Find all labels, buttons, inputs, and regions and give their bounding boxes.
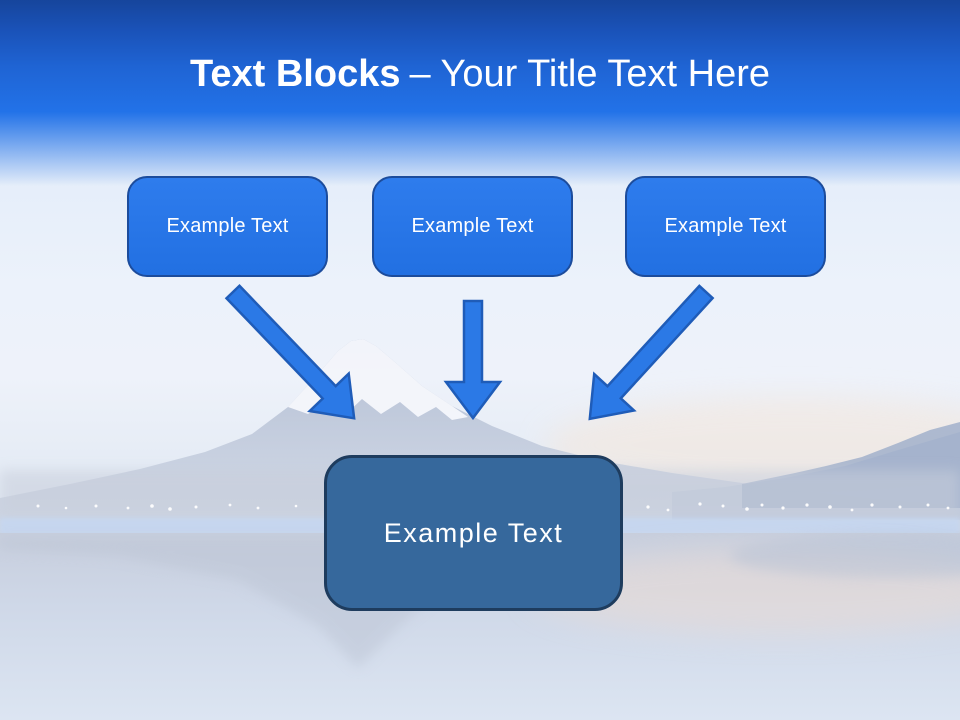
text-block-1: Example Text [127,176,328,277]
result-block-label: Example Text [383,517,564,548]
text-block-2: Example Text [372,176,573,277]
text-block-3: Example Text [625,176,826,277]
text-block-2-label: Example Text [411,215,534,237]
snow-cap [288,339,468,420]
ridge-reflection [730,534,960,578]
title-regular-segment: – Your Title Text Here [409,53,770,95]
town-lights [36,502,950,512]
text-block-1-label: Example Text [166,215,289,237]
title-bold-segment: Text Blocks [189,53,401,95]
page-title: Text Blocks– Your Title Text Here [0,52,960,96]
text-block-3-label: Example Text [664,215,787,237]
header-banner [0,0,960,186]
result-block: Example Text [324,455,623,611]
